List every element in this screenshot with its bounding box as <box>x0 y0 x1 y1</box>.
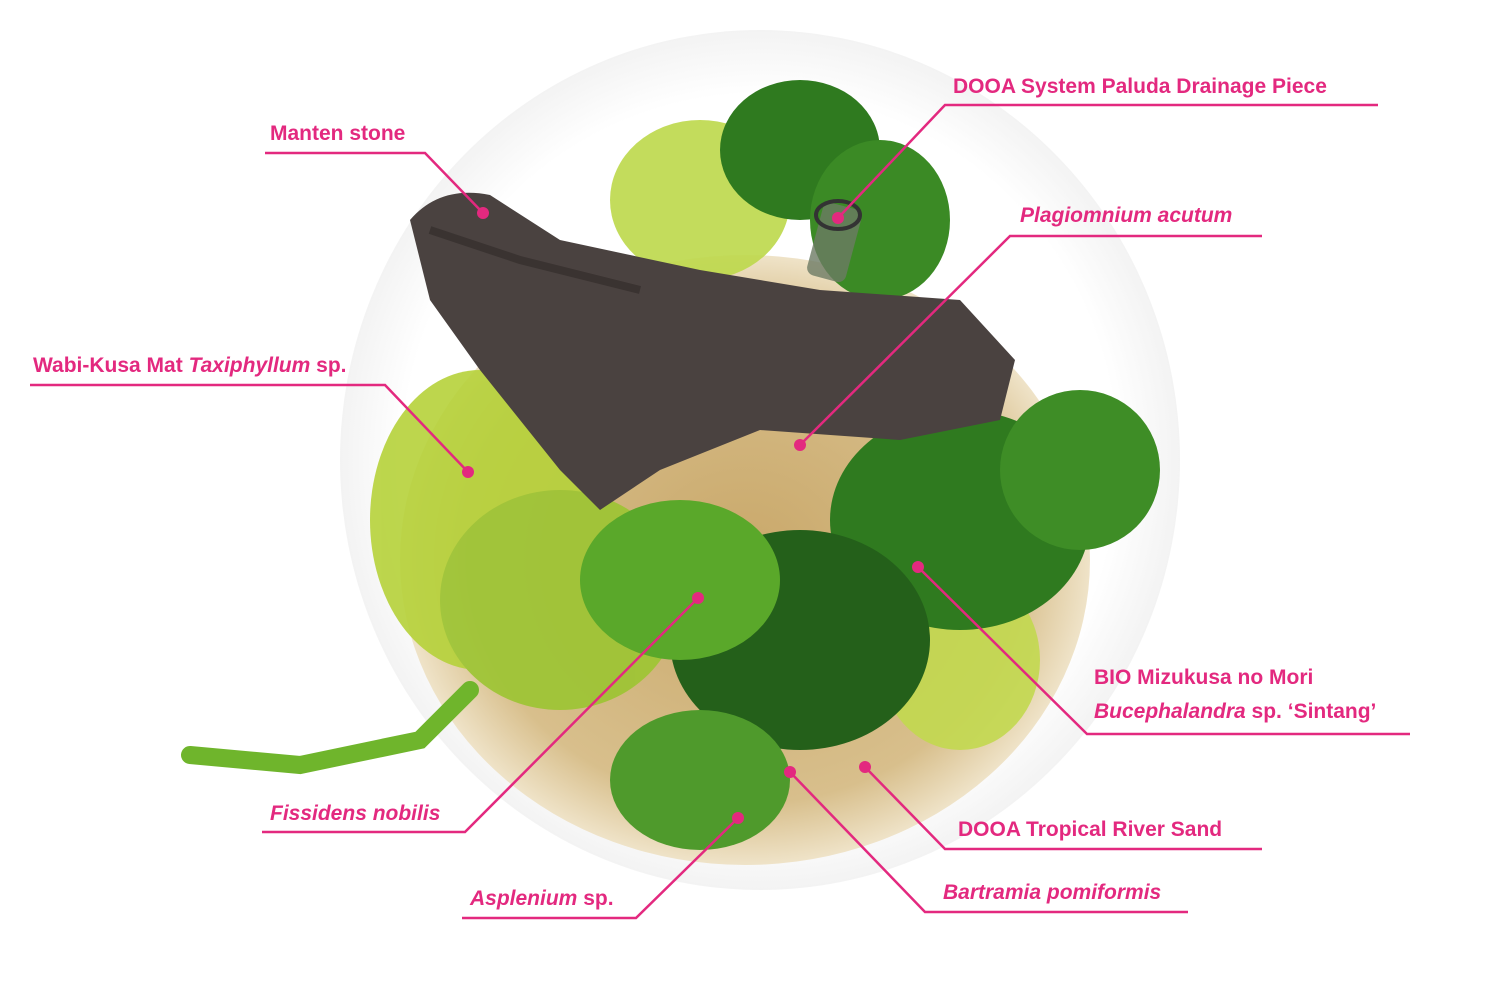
label-bartramia-text: Bartramia pomiformis <box>943 881 1162 904</box>
label-wabikusa-suffix: sp. <box>310 354 347 377</box>
label-wabikusa: Wabi-Kusa Mat Taxiphyllum sp. <box>33 354 347 378</box>
label-fissidens: Fissidens nobilis <box>270 802 440 826</box>
label-asplenium: Asplenium sp. <box>470 887 614 911</box>
moss-left <box>370 120 1040 750</box>
label-plagiomnium-text: Plagiomnium acutum <box>1020 204 1233 227</box>
label-paluda-drainage: DOOA System Paluda Drainage Piece <box>953 75 1327 98</box>
label-bio-line1: BIO Mizukusa no Mori <box>1094 666 1314 689</box>
label-asplenium-suffix: sp. <box>577 887 614 910</box>
label-bartramia: Bartramia pomiformis <box>943 881 1161 905</box>
fern-frond <box>181 681 479 775</box>
leader-lines <box>30 103 1410 920</box>
label-fissidens-text: Fissidens nobilis <box>270 802 441 825</box>
leader-dots <box>462 207 924 824</box>
label-plagiomnium: Plagiomnium acutum <box>1020 204 1232 228</box>
label-manten-stone: Manten stone <box>270 122 406 145</box>
label-bio-suffix: sp. ‘Sintang’ <box>1245 700 1377 723</box>
label-asplenium-italic: Asplenium <box>470 887 578 910</box>
fissidens-moss <box>580 500 780 660</box>
label-bio-italic: Bucephalandra <box>1094 700 1246 723</box>
label-wabikusa-prefix: Wabi-Kusa Mat <box>33 354 189 377</box>
label-bio-line2: Bucephalandra sp. ‘Sintang’ <box>1094 700 1376 724</box>
label-river-sand: DOOA Tropical River Sand <box>958 818 1223 841</box>
label-wabikusa-italic: Taxiphyllum <box>188 354 311 377</box>
